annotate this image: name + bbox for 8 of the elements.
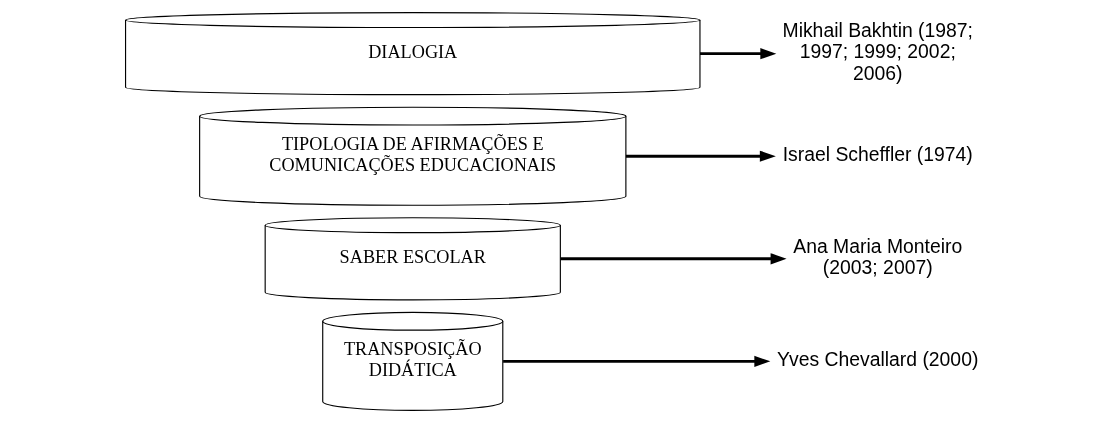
node-text: Mikhail Bakhtin (1987; 1997; 1999; 2002; 2006) bbox=[782, 18, 973, 84]
node-text: Israel Scheffler (1974) bbox=[782, 142, 973, 165]
node-text: Yves Chevallard (2000) bbox=[777, 348, 979, 371]
arrow bbox=[700, 48, 777, 60]
arrow bbox=[625, 150, 776, 162]
arrow bbox=[560, 253, 787, 265]
arrow bbox=[503, 355, 771, 367]
node-text: Ana Maria Monteiro (2003; 2007) bbox=[793, 234, 963, 279]
